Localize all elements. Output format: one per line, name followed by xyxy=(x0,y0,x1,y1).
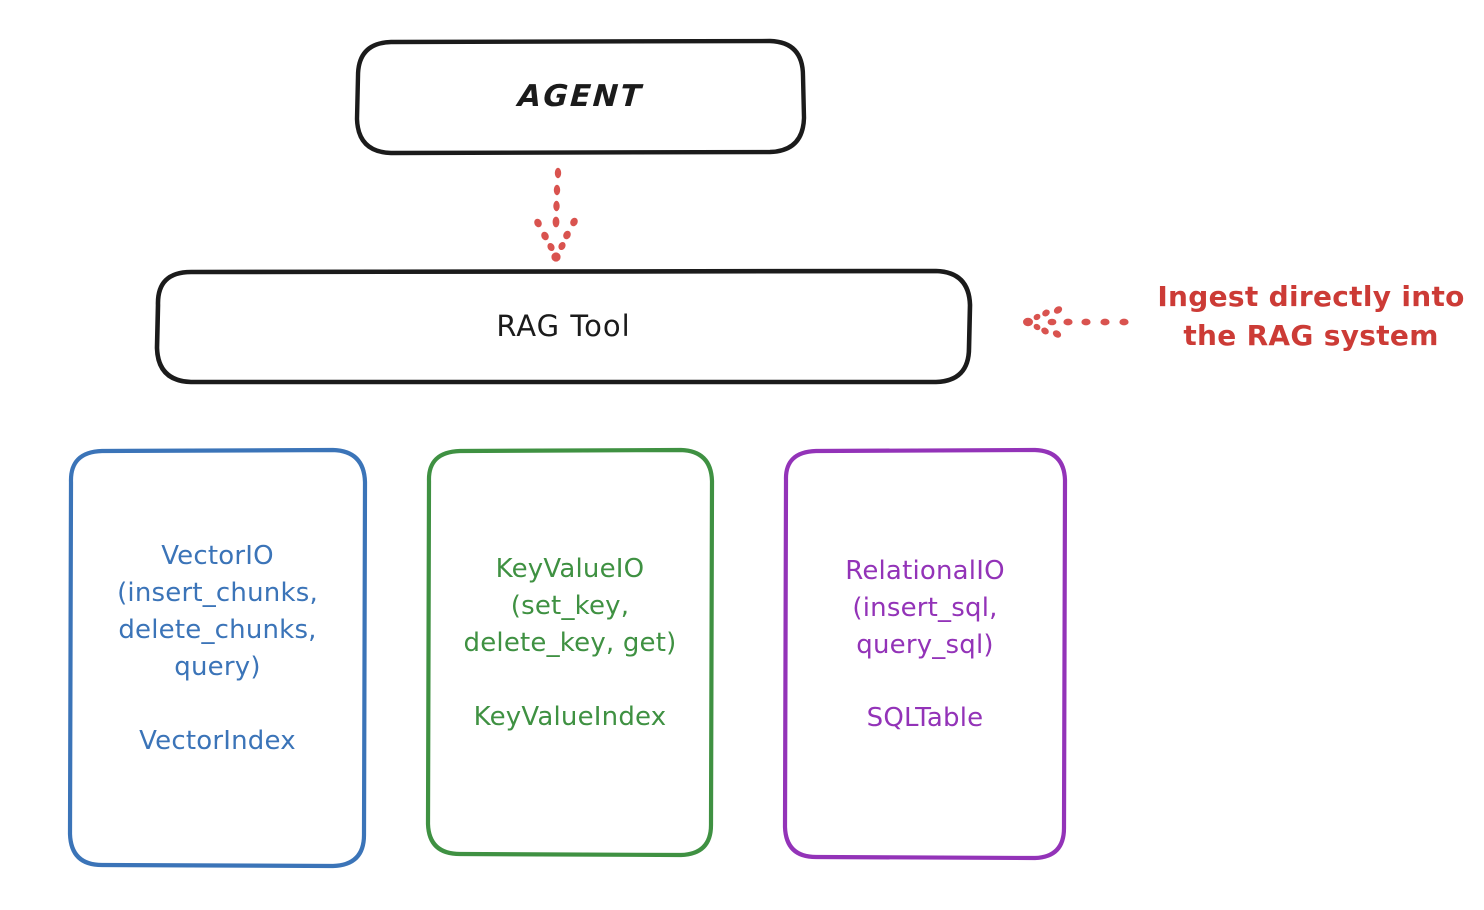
node-agent[interactable]: AGENT xyxy=(357,41,804,153)
node-rag-tool-label: RAG Tool xyxy=(496,309,631,344)
keyvalueio-box-outline xyxy=(425,447,715,858)
agent-box-outline xyxy=(354,38,807,156)
agent-to-rag-connector xyxy=(534,167,578,262)
note-to-rag-connector xyxy=(1023,306,1129,338)
node-vector-io-label: VectorIO (insert_chunks, delete_chunks, … xyxy=(117,541,318,756)
node-relational-io-label: RelationalIO (insert_sql, query_sql) SQL… xyxy=(845,555,1005,734)
node-key-value-io[interactable]: KeyValueIO (set_key, delete_key, get) Ke… xyxy=(428,450,712,855)
node-relational-io[interactable]: RelationalIO (insert_sql, query_sql) SQL… xyxy=(785,450,1065,858)
vectorio-box-outline xyxy=(67,447,368,869)
node-rag-tool[interactable]: RAG Tool xyxy=(157,271,970,382)
node-vector-io[interactable]: VectorIO (insert_chunks, delete_chunks, … xyxy=(70,450,365,866)
rag-tool-box-outline xyxy=(154,268,973,385)
node-agent-label: AGENT xyxy=(516,78,645,114)
annotation-ingest-note: Ingest directly into the RAG system xyxy=(1157,280,1465,352)
node-key-value-io-label: KeyValueIO (set_key, delete_key, get) Ke… xyxy=(463,554,677,732)
relationalio-box-outline xyxy=(782,447,1068,861)
